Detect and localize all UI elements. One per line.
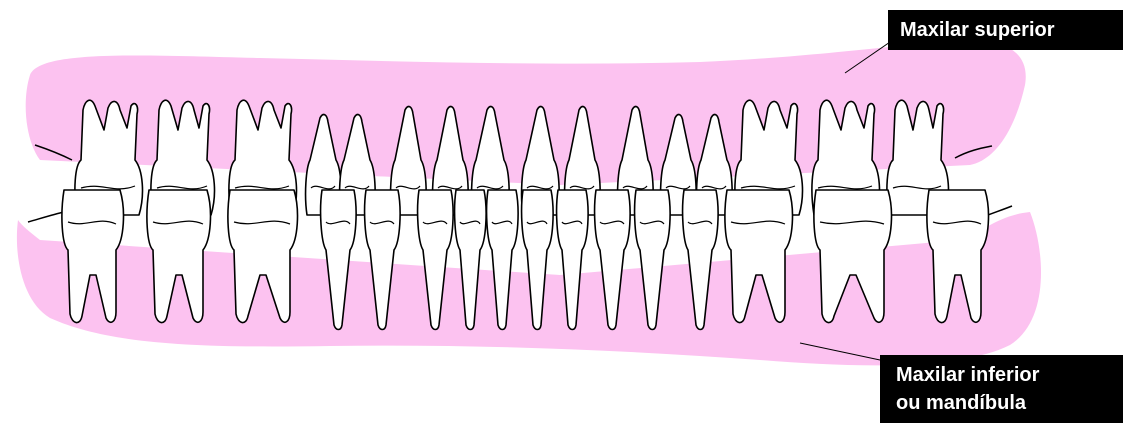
lower-jaw-label-line1: Maxilar inferior — [896, 361, 1107, 389]
lower-jaw-label-line2: ou mandíbula — [896, 389, 1107, 417]
upper-jaw-label-text: Maxilar superior — [900, 19, 1055, 41]
upper-jaw-label: Maxilar superior — [888, 10, 1123, 50]
lower-jaw-label: Maxilar inferior ou mandíbula — [880, 355, 1123, 423]
left-jaw-edge-lower — [28, 212, 64, 222]
